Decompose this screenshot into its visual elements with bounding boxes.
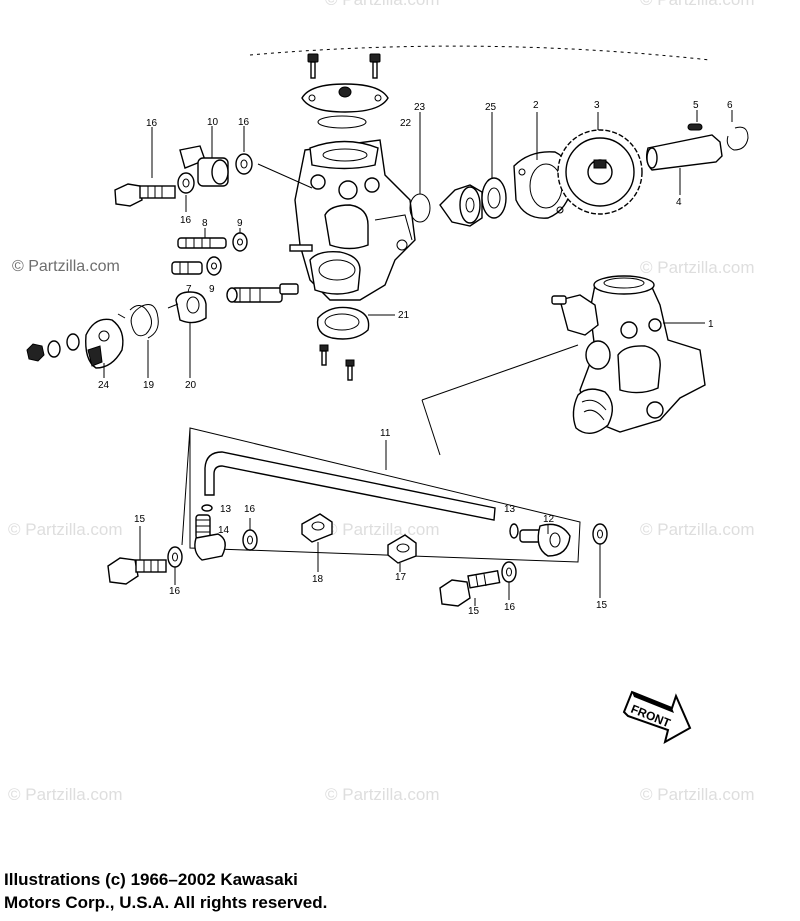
front-arrow: FRONT [622, 690, 692, 745]
callout: 16 [244, 504, 256, 515]
washer [501, 561, 517, 583]
callout: 18 [312, 574, 324, 585]
oil-line-outline [181, 427, 581, 563]
drive-gear [557, 129, 643, 215]
copyright-notice: Illustrations (c) 1966–2002 Kawasaki Mot… [4, 868, 327, 914]
callout: 24 [98, 380, 110, 391]
washer [177, 172, 195, 194]
washer [235, 153, 253, 175]
circlip [726, 126, 749, 151]
callout: 2 [533, 100, 539, 111]
callout: 12 [543, 514, 555, 525]
washer [66, 333, 80, 351]
bearing-collar [439, 184, 483, 227]
watermark: © Partzilla.com [325, 785, 440, 804]
o-ring [201, 504, 213, 512]
callout: 17 [395, 572, 407, 583]
copyright-line-2: Motors Corp., U.S.A. All rights reserved… [4, 893, 328, 912]
cover-bolt [369, 53, 381, 79]
washer [167, 546, 183, 568]
banjo-bolt [107, 557, 167, 585]
callout: 10 [207, 117, 219, 128]
callout: 16 [169, 586, 181, 597]
callout: 16 [146, 118, 158, 129]
callout: 8 [202, 218, 208, 229]
washer [242, 529, 258, 551]
banjo-bolt [114, 183, 176, 207]
o-ring [509, 523, 519, 539]
copyright-line-1: Illustrations (c) 1966–2002 Kawasaki [4, 870, 298, 889]
watermark: © Partzilla.com [8, 785, 123, 804]
pump-gasket [316, 306, 370, 340]
lock-nut [171, 261, 203, 275]
pipe-clamp [301, 513, 333, 543]
washer [592, 523, 608, 545]
watermark: © Partzilla.com [640, 0, 755, 10]
banjo-fitting [194, 514, 226, 561]
callout: 15 [468, 606, 480, 617]
pump-cover-plate [301, 83, 389, 113]
adjuster-bolt [177, 237, 227, 249]
callout: 25 [485, 102, 497, 113]
watermark: © Partzilla.com [325, 520, 440, 539]
banjo-fitting [519, 523, 571, 557]
callout: 5 [693, 100, 699, 111]
dashed-guide-line [249, 45, 711, 61]
callout: 16 [504, 602, 516, 613]
banjo-bolt [439, 569, 501, 607]
leader-line [421, 344, 579, 401]
watermark: © Partzilla.com [8, 520, 123, 539]
gasket-bolt [345, 359, 355, 381]
watermark: © Partzilla.com [12, 258, 120, 275]
pin [167, 303, 179, 309]
callout: 14 [218, 525, 230, 536]
callout: 9 [209, 284, 215, 295]
oil-pump-assembly [551, 275, 706, 434]
callout: 19 [143, 380, 155, 391]
watermark: © Partzilla.com [640, 520, 755, 539]
oil-pipe [204, 451, 496, 521]
watermark: © Partzilla.com [640, 258, 755, 277]
callout: 22 [400, 118, 412, 129]
callout: 1 [708, 319, 714, 330]
watermark: © Partzilla.com [325, 0, 440, 10]
watermark: © Partzilla.com [640, 785, 755, 804]
gasket-bolt [319, 344, 329, 366]
callout: 6 [727, 100, 733, 111]
callout: 20 [185, 380, 197, 391]
bearing [481, 177, 507, 219]
pipe-clamp [387, 534, 417, 564]
leader-line [421, 399, 441, 456]
callout: 16 [238, 117, 250, 128]
washer [47, 340, 61, 358]
washer [206, 256, 222, 276]
cover-bolt [307, 53, 319, 79]
banjo-fitting [179, 145, 229, 187]
callout: 21 [398, 310, 410, 321]
callout: 15 [596, 600, 608, 611]
callout: 13 [220, 504, 232, 515]
callout: 4 [676, 197, 682, 208]
callout: 23 [414, 102, 426, 113]
o-ring [317, 115, 367, 129]
callout: 3 [594, 100, 600, 111]
callout: 13 [504, 504, 516, 515]
callout: 7 [186, 284, 192, 295]
control-lever [85, 318, 124, 369]
return-spring [117, 304, 159, 339]
callout: 16 [180, 215, 192, 226]
leader-line [257, 163, 313, 189]
pump-shaft [645, 123, 723, 171]
callout: 15 [134, 514, 146, 525]
callout: 11 [380, 428, 391, 439]
oil-pump-body [289, 139, 416, 301]
o-ring [409, 193, 431, 223]
collar [175, 291, 207, 324]
control-plunger [226, 283, 299, 303]
nut [26, 343, 45, 362]
washer [232, 232, 248, 252]
callout: 9 [237, 218, 243, 229]
